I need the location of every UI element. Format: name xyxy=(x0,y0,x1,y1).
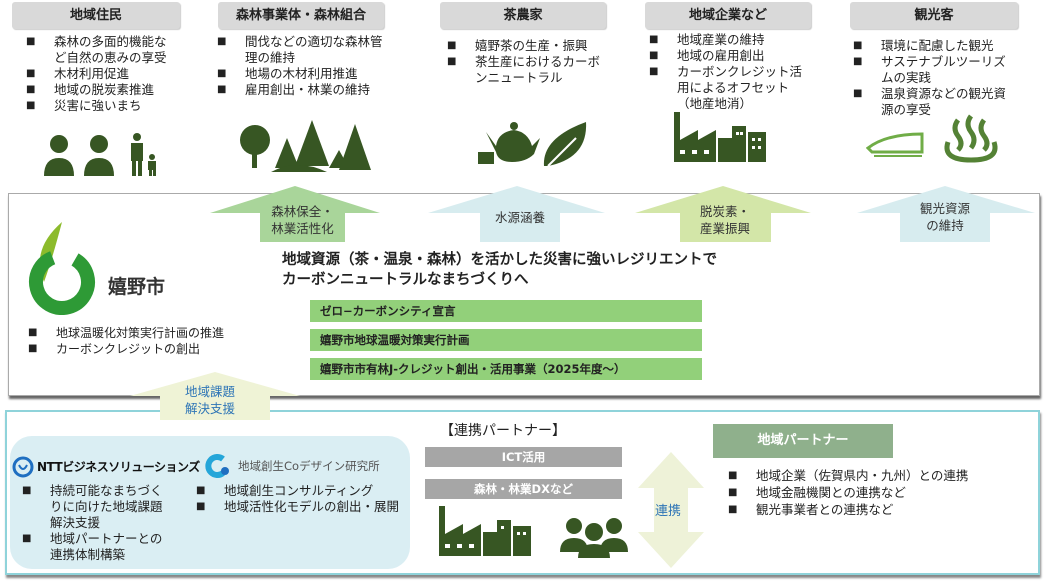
ntt-logo: NTTビジネスソリューションズ xyxy=(37,460,200,474)
arrow-tourism-label: 観光資源の維持 xyxy=(919,201,970,233)
forest-icon xyxy=(240,120,371,172)
teapot-leaf-icon xyxy=(478,122,587,167)
list-item: サステナブルツーリズムの実践 xyxy=(853,54,1013,86)
arrow-decarbon xyxy=(635,186,811,242)
companies-list: 地域産業の維持 地域の雇用創出 カーボンクレジット活用によるオフセット（地産地消… xyxy=(649,32,809,112)
list-item: 嬉野茶の生産・振興 xyxy=(447,38,607,54)
list-item: 観光事業者との連携など xyxy=(728,501,1028,518)
policy-bar-j-credit: 嬉野市市有林J-クレジット創出・活用事業（2025年度〜） xyxy=(310,358,702,380)
arrow-forest-label: 森林保全・林業活性化 xyxy=(271,204,334,236)
ureshino-logo-icon xyxy=(29,222,95,315)
list-item: カーボンクレジット活用によるオフセット（地産地消） xyxy=(649,64,809,112)
list-item: カーボンクレジットの創出 xyxy=(28,341,288,357)
double-arrow-icon xyxy=(638,452,704,568)
list-item: 地球温暖化対策実行計画の推進 xyxy=(28,325,288,341)
arrow-water-label: 水源涵養 xyxy=(494,210,545,225)
ntt-list: 持続可能なまちづくりに向けた地域課題解決支援 地域パートナーとの連携体制構築 xyxy=(22,483,172,563)
local-partner-list: 地域企業（佐賀県内・九州）との連携 地域金融機関との連携など 観光事業者との連携… xyxy=(728,467,1028,518)
list-item: 地域創生コンサルティング xyxy=(196,483,401,499)
list-item: 森林の多面的機能など自然の恵みの享受 xyxy=(26,34,176,66)
arrow-forest xyxy=(210,186,380,242)
arrow-water xyxy=(428,186,605,242)
factory-icon xyxy=(674,112,766,162)
vision-statement: 地域資源（茶・温泉・森林）を活かした災害に強いレジリエントでカーボンニュートラル… xyxy=(282,252,717,288)
list-item: 雇用創出・林業の維持 xyxy=(217,82,392,98)
header-companies: 地域企業など xyxy=(645,2,811,29)
policy-bar-zero-carbon: ゼロ−カーボンシティ宣言 xyxy=(310,300,702,322)
ntt-logo-icon xyxy=(12,456,34,478)
local-partner-title: 地域パートナー xyxy=(713,424,893,458)
arrow-tourism xyxy=(857,186,1035,242)
coden-logo-icon xyxy=(205,454,229,478)
group-icon xyxy=(560,518,628,558)
list-item: 茶生産におけるカーボンニュートラル xyxy=(447,54,607,86)
coden-logo: 地域創生Coデザイン研究所 xyxy=(238,459,380,473)
list-item: 環境に配慮した観光 xyxy=(853,38,1013,54)
list-item: 持続可能なまちづくりに向けた地域課題解決支援 xyxy=(22,483,172,531)
people-icon xyxy=(44,133,156,176)
residents-list: 森林の多面的機能など自然の恵みの享受 木材利用促進 地域の脱炭素推進 災害に強い… xyxy=(26,34,176,114)
list-item: 地域企業（佐賀県内・九州）との連携 xyxy=(728,467,1028,484)
header-residents: 地域住民 xyxy=(12,2,180,29)
city-list: 地球温暖化対策実行計画の推進 カーボンクレジットの創出 xyxy=(28,325,288,357)
coden-list: 地域創生コンサルティング 地域活性化モデルの創出・展開 xyxy=(196,483,401,515)
tag-forest-dx: 森林・林業DXなど xyxy=(425,479,622,499)
factory-icon xyxy=(439,506,531,556)
forestry-list: 間伐などの適切な森林管理の維持 地場の木材利用推進 雇用創出・林業の維持 xyxy=(217,34,392,98)
list-item: 地域の雇用創出 xyxy=(649,48,809,64)
list-item: 地域産業の維持 xyxy=(649,32,809,48)
list-item: 地場の木材利用推進 xyxy=(217,66,392,82)
list-item: 温泉資源などの観光資源の享受 xyxy=(853,86,1013,118)
list-item: 地域金融機関との連携など xyxy=(728,484,1028,501)
list-item: 地域活性化モデルの創出・展開 xyxy=(196,499,401,515)
tourists-list: 環境に配慮した観光 サステナブルツーリズムの実践 温泉資源などの観光資源の享受 xyxy=(853,38,1013,118)
list-item: 間伐などの適切な森林管理の維持 xyxy=(217,34,392,66)
benefit-arrows xyxy=(210,186,1035,242)
partner-heading: 【連携パートナー】 xyxy=(440,423,566,439)
partner-panel xyxy=(5,410,1040,575)
list-item: 地域の脱炭素推進 xyxy=(26,82,176,98)
list-item: 災害に強いまち xyxy=(26,98,176,114)
link-label: 連携 xyxy=(655,504,682,519)
list-item: 地域パートナーとの連携体制構築 xyxy=(22,531,172,563)
header-tea-farmers: 茶農家 xyxy=(440,2,606,29)
arrow-decarbon-label: 脱炭素・産業振興 xyxy=(699,204,750,236)
city-name: 嬉野市 xyxy=(108,276,166,298)
train-onsen-icon xyxy=(866,114,998,163)
policy-bar-action-plan: 嬉野市地球温暖対策実行計画 xyxy=(310,329,702,351)
tea-list: 嬉野茶の生産・振興 茶生産におけるカーボンニュートラル xyxy=(447,38,607,86)
tag-ict: ICT活用 xyxy=(425,447,622,467)
header-tourists: 観光客 xyxy=(850,2,1018,29)
header-forestry: 森林事業体・森林組合 xyxy=(218,2,384,29)
support-arrow-label: 地域課題解決支援 xyxy=(160,383,260,417)
list-item: 木材利用促進 xyxy=(26,66,176,82)
